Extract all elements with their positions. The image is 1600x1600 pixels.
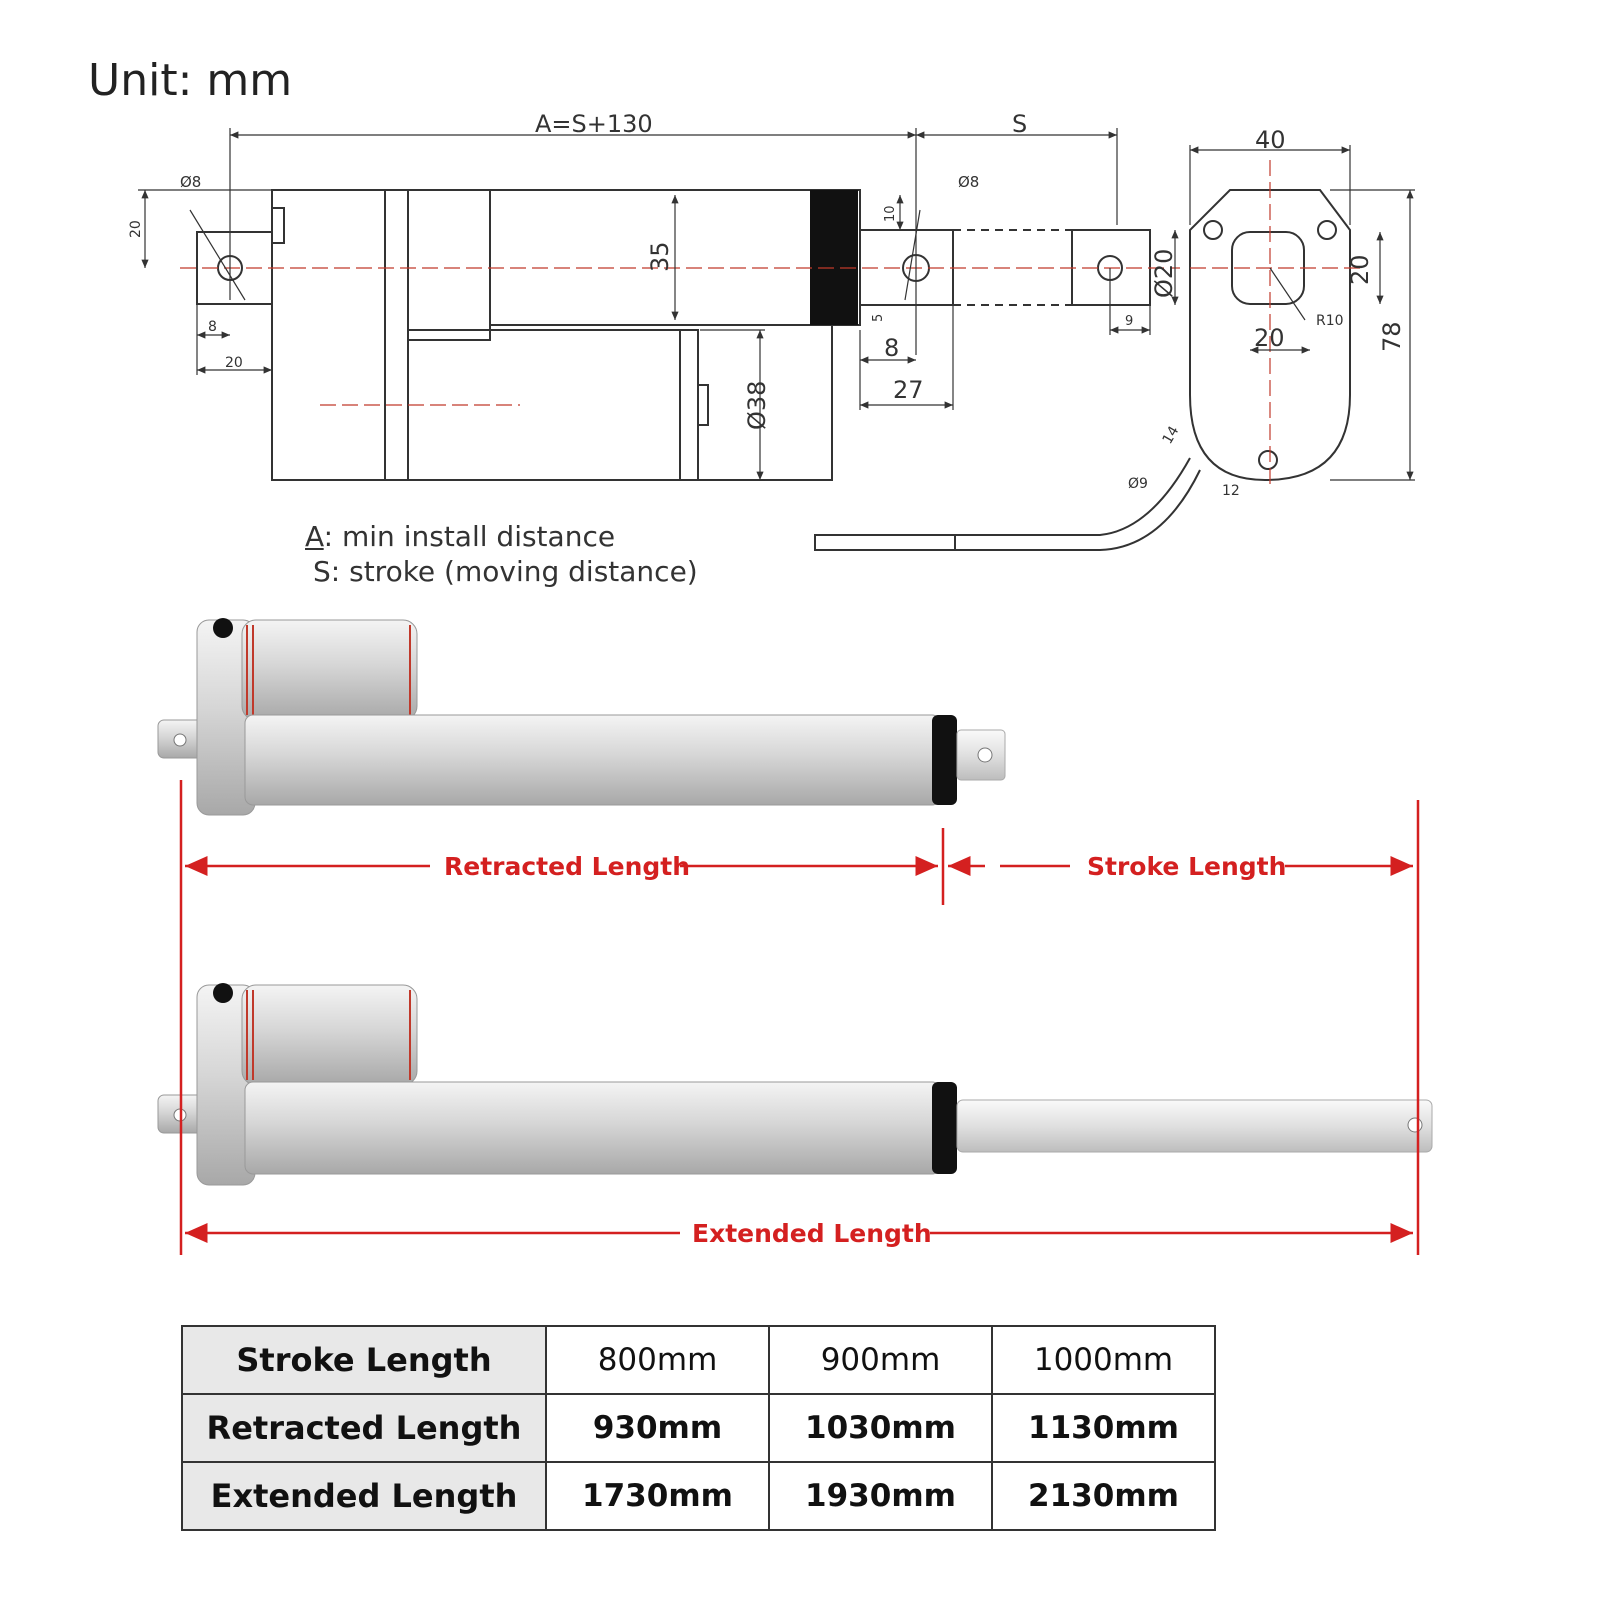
legend-a-text: : min install distance	[323, 520, 616, 553]
dim-a-formula: A=S+130	[535, 110, 653, 138]
table-row: Extended Length 1730mm 1930mm 2130mm	[181, 1461, 1216, 1531]
side-view-outline	[1189, 189, 1351, 482]
legend-s-text: : stroke (moving distance)	[330, 555, 698, 588]
table-cell: 1730mm	[545, 1461, 770, 1531]
dim-8-rod: 8	[884, 334, 899, 362]
dim-10: 10	[883, 205, 898, 222]
dim-20-side-h: 20	[1346, 254, 1374, 285]
dim-5: 5	[871, 314, 886, 322]
body-outline	[271, 189, 833, 481]
retracted-length-label: Retracted Length	[444, 852, 690, 881]
spec-table: Stroke Length 800mm 900mm 1000mm Retract…	[181, 1325, 1216, 1531]
legend-a: A: min install distance	[305, 520, 615, 553]
dim-27: 27	[893, 376, 924, 404]
table-row: Retracted Length 930mm 1030mm 1130mm	[181, 1393, 1216, 1463]
stroke-length-label: Stroke Length	[1087, 852, 1286, 881]
dim-d38: Ø38	[743, 381, 771, 430]
table-cell: 900mm	[768, 1325, 993, 1395]
dim-14: 14	[1160, 423, 1183, 447]
table-cell: 1030mm	[768, 1393, 993, 1463]
dim-12: 12	[1222, 483, 1240, 499]
dim-9: 9	[1125, 314, 1133, 329]
technical-drawing: A=S+130 S 40 Ø8 Ø8 20 35 10 Ø20 20 78 R1…	[128, 110, 1415, 551]
dim-r10: R10	[1316, 313, 1344, 329]
extended-length-label: Extended Length	[692, 1219, 932, 1248]
table-cell: 1130mm	[991, 1393, 1216, 1463]
table-cell: 1930mm	[768, 1461, 993, 1531]
legend-a-key: A	[305, 520, 324, 553]
dim-35: 35	[646, 241, 674, 272]
dim-d20: Ø20	[1150, 249, 1178, 298]
black-collar	[810, 190, 858, 325]
dim-d8-left: Ø8	[180, 173, 201, 191]
legend-s: S: stroke (moving distance)	[313, 555, 698, 588]
table-cell: 930mm	[545, 1393, 770, 1463]
dim-20-left: 20	[128, 220, 144, 238]
table-cell: 2130mm	[991, 1461, 1216, 1531]
dim-20-bottom: 20	[225, 355, 243, 371]
row-header: Stroke Length	[181, 1325, 547, 1395]
retracted-actuator	[157, 618, 1006, 816]
unit-title: Unit: mm	[88, 55, 293, 106]
extended-actuator	[157, 983, 1433, 1186]
table-row: Stroke Length 800mm 900mm 1000mm	[181, 1325, 1216, 1395]
row-header: Retracted Length	[181, 1393, 547, 1463]
dim-s: S	[1012, 110, 1027, 138]
row-header: Extended Length	[181, 1461, 547, 1531]
legend-s-key: S	[313, 555, 331, 588]
dim-20-side-w: 20	[1254, 324, 1285, 352]
dim-40: 40	[1255, 126, 1286, 154]
dim-8-left: 8	[208, 319, 217, 335]
dim-d8-right: Ø8	[958, 173, 979, 191]
dim-78: 78	[1378, 321, 1406, 352]
table-cell: 800mm	[545, 1325, 770, 1395]
dim-d9: Ø9	[1128, 476, 1148, 492]
product-illustration: Retracted Length Stroke Length Extended …	[157, 618, 1433, 1255]
motor-outline	[407, 329, 699, 481]
table-cell: 1000mm	[991, 1325, 1216, 1395]
